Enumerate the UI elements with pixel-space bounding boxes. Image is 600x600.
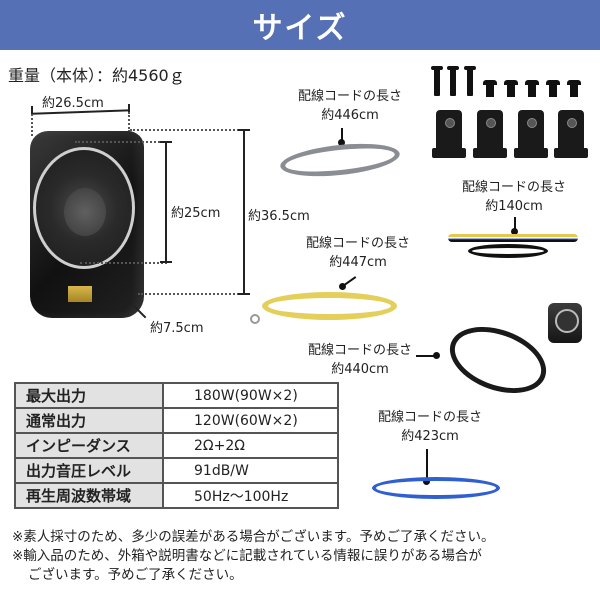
note-line: ※輸入品のため、外箱や説明書などに記載されている情報に誤りがある場合が <box>12 548 482 564</box>
ring-terminal-icon <box>250 314 260 324</box>
spec-key: 通常出力 <box>14 407 164 434</box>
cable-1-pointer-dot <box>338 139 345 146</box>
cable-1-pointer <box>341 128 343 142</box>
cable-5-title: 配線コードの長さ <box>377 410 482 425</box>
gray-cable-image <box>278 138 402 182</box>
table-row: 再生周波数帯域 50Hz～100Hz <box>14 482 339 509</box>
table-row: 出力音圧レベル 91dB/W <box>14 457 339 484</box>
speaker-top-guide <box>75 141 167 143</box>
speaker-height-tick-bottom <box>160 261 172 263</box>
cable-4-title: 配線コードの長さ <box>307 343 412 358</box>
cable-1-label: 配線コードの長さ 約446cm <box>280 87 420 125</box>
total-height-line <box>243 129 245 295</box>
speaker-height-line <box>165 141 167 263</box>
spec-table: 最大出力 180W(90W×2) 通常出力 120W(60W×2) インピーダン… <box>14 382 339 509</box>
cable-1-length: 約446cm <box>321 108 379 123</box>
width-label: 約26.5cm <box>42 96 104 111</box>
cable-3-length: 約447cm <box>329 255 387 270</box>
note-line: ございます。予めご了承ください。 <box>28 567 243 583</box>
cable-2-label: 配線コードの長さ 約140cm <box>444 178 584 216</box>
speaker-badge <box>68 286 92 302</box>
total-bottom-guide <box>138 293 242 295</box>
spec-key: 出力音圧レベル <box>14 457 164 484</box>
spec-key: インピーダンス <box>14 432 164 459</box>
bolt-icon <box>504 80 518 97</box>
harness-ground-wire <box>468 244 548 258</box>
cable-4-pointer <box>416 355 436 357</box>
cable-3-title: 配線コードの長さ <box>305 236 410 251</box>
yellow-cable-image <box>262 292 397 320</box>
bolt-icon <box>546 80 560 97</box>
cable-2-pointer <box>514 217 516 231</box>
total-top-guide <box>130 129 242 131</box>
cable-2-title: 配線コードの長さ <box>461 180 566 195</box>
harness-cable-image <box>448 234 578 242</box>
speaker-bottom-guide <box>80 262 167 264</box>
bracket-icon <box>554 110 588 158</box>
spec-value: 120W(60W×2) <box>162 407 339 434</box>
subwoofer-image <box>30 131 144 318</box>
cable-4-pointer-dot <box>433 352 440 359</box>
width-tick-left <box>31 106 33 116</box>
speaker-height-label: 約25cm <box>171 206 221 221</box>
spec-value: 2Ω+2Ω <box>162 432 339 459</box>
speaker-ring <box>33 147 135 269</box>
bolt-icon <box>525 80 539 97</box>
spec-key: 最大出力 <box>14 382 164 409</box>
width-tick-right <box>128 104 130 114</box>
cable-5-pointer <box>426 449 428 479</box>
black-cable-image <box>440 314 556 406</box>
note-line: ※素人採寸のため、多少の誤差がある場合がございます。予めご了承ください。 <box>12 529 495 545</box>
cable-4-length: 約440cm <box>331 362 389 377</box>
cable-1-title: 配線コードの長さ <box>297 89 402 104</box>
spec-value: 91dB/W <box>162 457 339 484</box>
total-height-tick-top <box>238 129 250 131</box>
page-title: サイズ <box>252 11 348 46</box>
cable-5-label: 配線コードの長さ 約423cm <box>360 408 500 446</box>
bass-remote-image <box>548 303 582 343</box>
speaker-height-tick-top <box>160 141 172 143</box>
weight-label: 重量（本体）：約4560ｇ <box>8 66 185 85</box>
screw-icon <box>464 66 476 96</box>
spec-key: 再生周波数帯域 <box>14 482 164 509</box>
bracket-icon <box>473 110 507 158</box>
width-guide-right <box>128 112 130 132</box>
depth-label: 約7.5cm <box>150 321 204 336</box>
table-row: インピーダンス 2Ω+2Ω <box>14 432 339 459</box>
screw-icon <box>431 66 443 96</box>
cable-3-label: 配線コードの長さ 約447cm <box>288 234 428 272</box>
bracket-icon <box>514 110 548 158</box>
bracket-icon <box>432 110 466 158</box>
disclaimer-notes: ※素人採寸のため、多少の誤差がある場合がございます。予めご了承ください。 ※輸入… <box>12 528 494 585</box>
width-guide-left <box>31 114 33 136</box>
total-height-label: 約36.5cm <box>248 209 310 224</box>
cable-5-length: 約423cm <box>401 429 459 444</box>
spec-value: 180W(90W×2) <box>162 382 339 409</box>
cable-2-pointer-dot <box>511 228 518 235</box>
header-banner: サイズ <box>0 0 600 50</box>
screw-icon <box>447 66 459 96</box>
table-row: 通常出力 120W(60W×2) <box>14 407 339 434</box>
spec-value: 50Hz～100Hz <box>162 482 339 509</box>
blue-cable-image <box>372 477 500 499</box>
speaker-cone <box>64 188 106 236</box>
cable-3-pointer-dot <box>339 283 346 290</box>
cable-2-length: 約140cm <box>485 199 543 214</box>
table-row: 最大出力 180W(90W×2) <box>14 382 339 409</box>
bolt-icon <box>567 80 581 97</box>
total-height-tick-bottom <box>238 293 250 295</box>
bolt-icon <box>483 80 497 97</box>
cable-4-label: 配線コードの長さ 約440cm <box>290 341 430 379</box>
